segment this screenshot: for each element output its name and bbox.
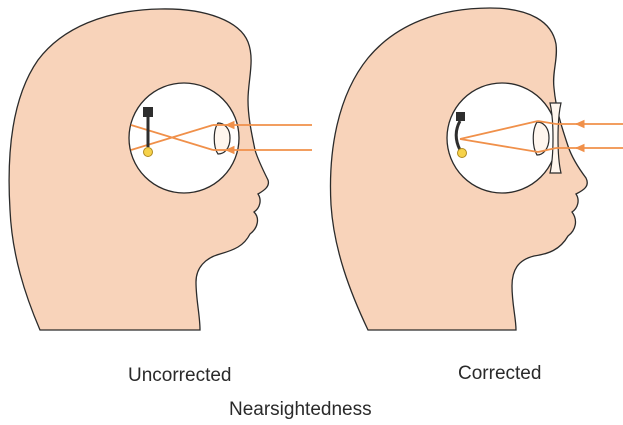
focus-point-left [144, 148, 153, 157]
caption-corrected: Corrected [458, 363, 541, 385]
retina-detector-head-right [456, 112, 465, 121]
retina-detector-head-left [143, 107, 153, 117]
focus-point-right [458, 149, 467, 158]
caption-uncorrected: Uncorrected [128, 365, 232, 387]
uncorrected-panel [9, 9, 312, 330]
corrected-panel [330, 8, 623, 330]
figure-title: Nearsightedness [229, 399, 372, 421]
